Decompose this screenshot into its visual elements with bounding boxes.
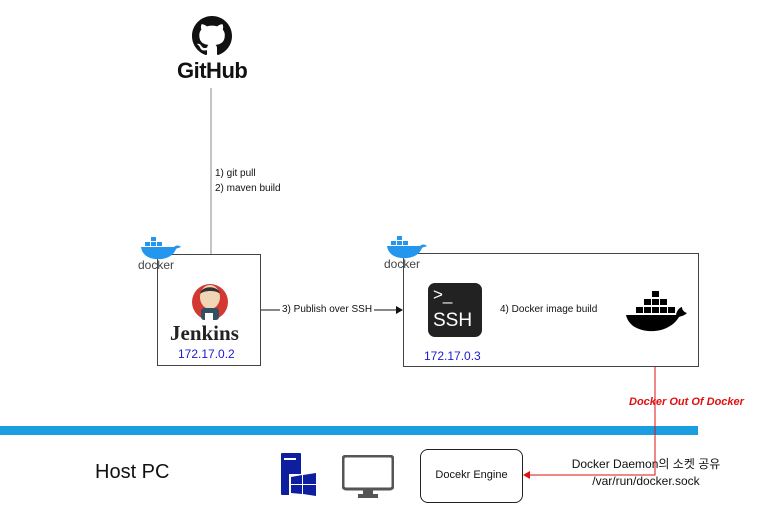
step-image-build-label: 4) Docker image build: [498, 304, 600, 315]
docker-badge-jenkins: docker: [138, 236, 184, 272]
host-divider-band: [0, 426, 698, 435]
github-icon: [192, 16, 232, 56]
docker-badge-label: docker: [384, 257, 421, 271]
ssh-icon: >_ SSH: [428, 283, 482, 337]
socket-share-line1: Docker Daemon의 소켓 공유: [571, 457, 721, 471]
github-label: GitHub: [177, 58, 248, 83]
ssh-label: SSH: [433, 310, 473, 331]
docker-whale-icon: [141, 237, 181, 260]
docker-socket-arrow: [523, 346, 656, 479]
docker-engine-logo: [624, 289, 688, 333]
ssh-prompt: >_: [433, 285, 453, 304]
jenkins-label: Jenkins: [170, 321, 239, 345]
docker-whale-icon: [626, 291, 687, 332]
jenkins-ip: 172.17.0.2: [178, 347, 235, 361]
monitor-icon: [341, 454, 395, 499]
socket-share-label: Docker Daemon의 소켓 공유 /var/run/docker.soc…: [556, 455, 736, 488]
github-logo: GitHub: [172, 16, 252, 86]
jenkins-logo: [188, 280, 232, 324]
step-git-pull-label: 1) git pull: [215, 168, 256, 179]
jenkins-icon: [192, 284, 228, 322]
socket-share-line2: /var/run/docker.sock: [592, 474, 700, 488]
docker-engine-label: Docekr Engine: [435, 469, 508, 481]
windows-server-icon: [281, 453, 317, 497]
docker-engine-box: Docekr Engine: [420, 449, 523, 503]
docker-badge-label: docker: [138, 258, 175, 272]
build-server-ip: 172.17.0.3: [424, 349, 481, 363]
step-publish-ssh-label: 3) Publish over SSH: [280, 304, 375, 315]
dood-label: Docker Out Of Docker: [629, 396, 744, 408]
docker-whale-icon: [387, 236, 427, 259]
host-pc-label: Host PC: [95, 461, 170, 483]
step-maven-build-label: 2) maven build: [215, 183, 281, 194]
docker-badge-build: docker: [384, 235, 430, 271]
